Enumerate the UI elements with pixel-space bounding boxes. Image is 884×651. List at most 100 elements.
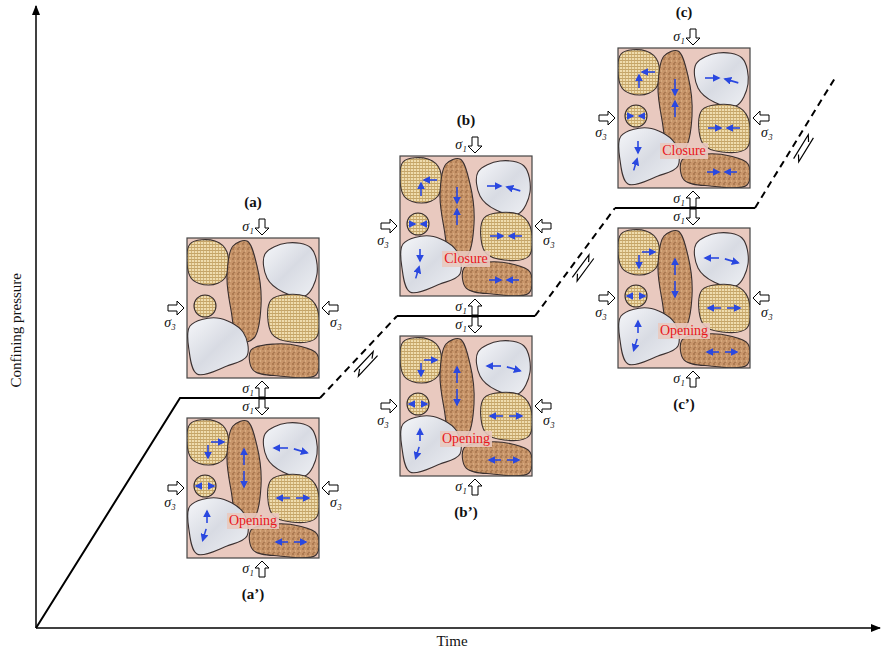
matrix (187, 238, 319, 378)
inset-panel: (b’)Opening (400, 336, 532, 476)
deformation-arrow (211, 441, 224, 443)
deformation-arrow (243, 449, 245, 465)
stress-label: σ₃ (543, 413, 555, 428)
inset-panel: (b)Closure (400, 156, 532, 296)
deformation-arrow (421, 223, 427, 225)
panel-label: (c’) (673, 396, 695, 413)
deformation-arrow (456, 187, 458, 203)
deformation-arrow (274, 447, 288, 449)
deformation-arrow (409, 403, 415, 405)
deformation-arrow (206, 511, 208, 523)
x-axis (36, 627, 880, 629)
stress-label: σ₃ (164, 315, 176, 330)
grain-illustration (168, 399, 338, 577)
deformation-arrow (707, 171, 719, 173)
stress-arrow (686, 191, 700, 207)
stress-arrow (468, 299, 482, 315)
mineral-grain (268, 294, 319, 342)
deformation-arrow (639, 295, 645, 297)
deformation-arrow (637, 141, 639, 153)
stress-label: σ₃ (761, 125, 773, 140)
mineral-grain (476, 161, 530, 215)
mineral-grain (407, 393, 429, 415)
stress-arrow (753, 111, 769, 125)
deformation-arrow (420, 363, 422, 376)
mineral-grain (400, 158, 442, 203)
stress-arrow (381, 399, 397, 413)
deformation-arrow (424, 359, 437, 361)
deformation-arrow (634, 339, 637, 350)
deformation-arrow (705, 77, 719, 79)
inset-panel: (a’)Opening (187, 418, 319, 558)
deformation-arrow (627, 115, 633, 117)
mineral-grain (462, 442, 532, 476)
mineral-grain (249, 344, 319, 378)
state-label: Closure (442, 251, 490, 266)
deformation-arrow (727, 307, 740, 309)
deformation-arrow (634, 159, 637, 170)
stress-arrow (468, 317, 482, 333)
deformation-arrow (674, 79, 676, 95)
deformation-arrow (708, 127, 721, 129)
reversible-arrow (798, 138, 813, 162)
reversible-arrow (577, 258, 594, 281)
reversible-arrow (354, 352, 373, 372)
deformation-arrow (487, 365, 501, 367)
panel-label: (a) (244, 194, 262, 211)
stress-label: σ₃ (330, 315, 342, 330)
deformation-arrow (203, 529, 206, 540)
mineral-grain (188, 318, 249, 375)
deformation-arrow (276, 541, 288, 543)
inset-border (618, 228, 750, 368)
deformation-arrow (725, 351, 737, 353)
deformation-arrow (507, 187, 520, 191)
reversible-arrow (572, 255, 589, 277)
stress-label: σ₃ (595, 125, 607, 140)
stress-arrow (686, 371, 700, 387)
inset-border (187, 238, 319, 378)
mineral-grain (694, 53, 748, 107)
matrix (400, 156, 532, 296)
deformation-arrow (456, 209, 458, 225)
stress-arrow (535, 399, 551, 413)
deformation-arrow (243, 471, 245, 487)
deformation-arrow (294, 541, 306, 543)
deformation-arrow (627, 295, 633, 297)
deformation-arrow (707, 351, 719, 353)
deformation-arrow (674, 101, 676, 117)
stress-label: σ₁ (455, 299, 467, 314)
mineral-grain (694, 233, 748, 287)
stress-label: σ₁ (242, 219, 254, 234)
deformation-arrow (456, 389, 458, 405)
inset-border (400, 336, 532, 476)
mineral-grain (618, 230, 660, 275)
mineral-grain (263, 243, 317, 297)
deformation-arrow (509, 235, 522, 237)
deformation-arrow (294, 449, 307, 453)
mineral-grain (625, 285, 647, 307)
mineral-grain (680, 154, 750, 188)
stress-label: σ₁ (673, 209, 685, 224)
deformation-arrow (674, 281, 676, 297)
stress-arrow (168, 481, 184, 495)
mineral-grain (462, 262, 532, 296)
stress-arrow (255, 219, 269, 235)
inset-border (187, 418, 319, 558)
pressure-hold (615, 207, 755, 209)
deformation-arrow (708, 307, 721, 309)
mineral-grain (187, 240, 229, 285)
stress-arrow (599, 291, 615, 305)
stress-arrow (753, 291, 769, 305)
panel-label: (b) (457, 112, 475, 129)
deformation-arrow (487, 185, 501, 187)
deformation-arrow (424, 179, 437, 181)
stress-label: σ₃ (330, 495, 342, 510)
stress-label: σ₁ (673, 371, 685, 386)
axis-label: Time (436, 633, 467, 650)
stress-label: σ₃ (377, 413, 389, 428)
stress-arrow (322, 301, 338, 315)
mineral-grain (407, 213, 429, 235)
panel-label: (b’) (454, 504, 477, 521)
pressure-hold (397, 315, 535, 317)
